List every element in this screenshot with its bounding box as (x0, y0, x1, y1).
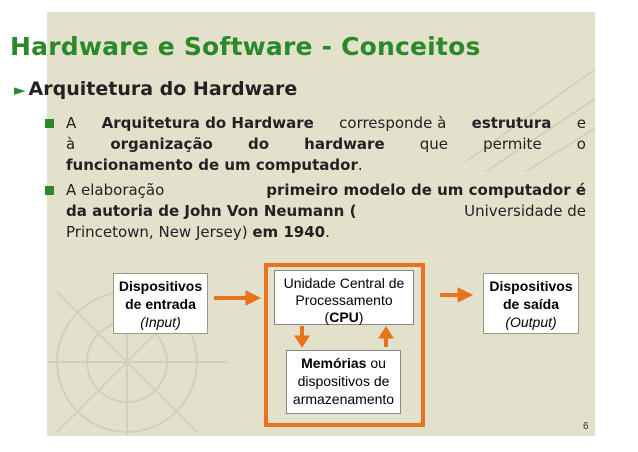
text-run: que (419, 135, 449, 153)
bullet-line: à organização do hardware que permite o (66, 134, 586, 155)
text-run: ( (324, 309, 330, 325)
text-run-bold: da autoria de John Von Neumann ( (66, 202, 357, 220)
text-run: Princetown, New Jersey) (66, 223, 248, 241)
input-box-note: (Input) (140, 314, 181, 330)
slide-title: Hardware e Software - Conceitos (10, 32, 481, 61)
bullet-line: Princetown, New Jersey) em 1940. (66, 222, 586, 243)
text-run: . (325, 223, 330, 241)
text-run: A elaboração (66, 181, 165, 199)
cpu-box-line: Processamento (295, 292, 393, 308)
bullet-list: A Arquitetura do Hardware corresponde à … (45, 113, 586, 247)
bullet-line: A elaboração primeiro modelo de um compu… (66, 180, 586, 201)
output-box-title: de saída (502, 296, 560, 312)
output-box-title: Dispositivos (489, 278, 573, 294)
memory-box-line: armazenamento (292, 391, 395, 407)
square-bullet-icon (45, 119, 54, 128)
cpu-box-line: Unidade Central de (283, 275, 405, 291)
input-box-title: Dispositivos (118, 278, 203, 294)
text-run: Universidade de (464, 202, 586, 220)
text-run-bold: primeiro modelo de um computador é (266, 181, 586, 199)
bullet-line: funcionamento de um computador. (66, 155, 586, 176)
bullet-line: da autoria de John Von Neumann ( Univers… (66, 201, 586, 222)
triangle-bullet-icon: ► (14, 81, 26, 99)
cpu-box: Unidade Central de Processamento (CPU) (274, 270, 414, 325)
text-run-bold: em 1940 (252, 223, 326, 241)
input-devices-box: Dispositivos de entrada (Input) (113, 273, 208, 334)
decorative-lines-icon (465, 68, 595, 172)
memory-box: Memórias ou dispositivos de armazenament… (286, 350, 401, 414)
text-run-bold: organização (110, 135, 213, 153)
page-number: 6 (583, 421, 589, 432)
text-run: A (66, 114, 77, 132)
text-run-bold: hardware (304, 135, 385, 153)
text-run-bold: do (247, 135, 270, 153)
cpu-abbreviation: CPU (329, 309, 359, 325)
text-run: à (66, 135, 76, 153)
section-heading: ►Arquitetura do Hardware (14, 78, 297, 100)
output-box-note: (Output) (505, 314, 557, 330)
section-heading-text: Arquitetura do Hardware (28, 78, 298, 100)
text-run: . (357, 156, 363, 174)
text-run-bold: Arquitetura do Hardware (101, 114, 314, 132)
text-run: permite (483, 135, 542, 153)
output-devices-box: Dispositivos de saída (Output) (483, 273, 579, 334)
text-run-bold: estrutura (471, 114, 552, 132)
memory-box-line: dispositivos de (297, 373, 390, 389)
text-run: o (576, 135, 586, 153)
bullet-line: A Arquitetura do Hardware corresponde à … (66, 113, 586, 134)
text-run-bold: funcionamento de um computador (66, 156, 358, 174)
memory-box-title: Memórias (301, 355, 367, 371)
square-bullet-icon (45, 186, 54, 195)
input-box-title: de entrada (125, 296, 196, 312)
bullet-item-von-neumann: A elaboração primeiro modelo de um compu… (45, 180, 586, 243)
text-run: ) (358, 309, 364, 325)
bullet-item-architecture: A Arquitetura do Hardware corresponde à … (45, 113, 586, 176)
cpu-memory-frame (264, 263, 425, 427)
cpu-box-line: (CPU) (275, 309, 413, 326)
memory-box-line: Memórias ou (287, 354, 400, 372)
text-run: e (576, 114, 586, 132)
text-run: ou (366, 355, 386, 371)
text-run: corresponde à (339, 114, 447, 132)
